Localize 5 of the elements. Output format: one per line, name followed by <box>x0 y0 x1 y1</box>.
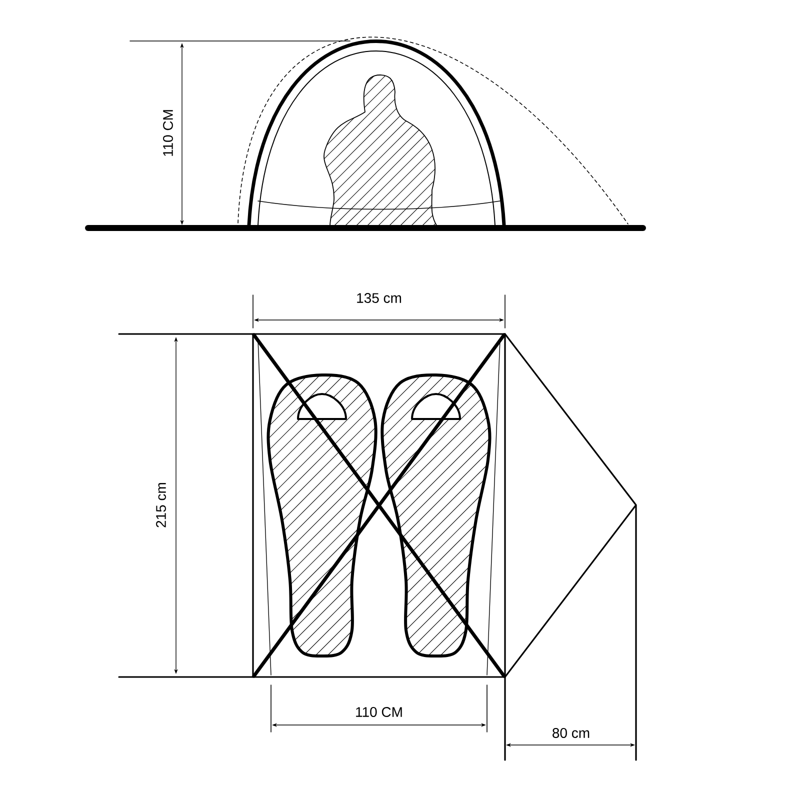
dimension-text: 215 cm <box>156 483 166 528</box>
dimension-text: 80 cm <box>552 728 590 738</box>
dimension-text: 110 CM <box>356 707 402 717</box>
dimension-text: 135 cm <box>357 293 402 303</box>
dimension-text: 110 CM <box>163 110 173 156</box>
